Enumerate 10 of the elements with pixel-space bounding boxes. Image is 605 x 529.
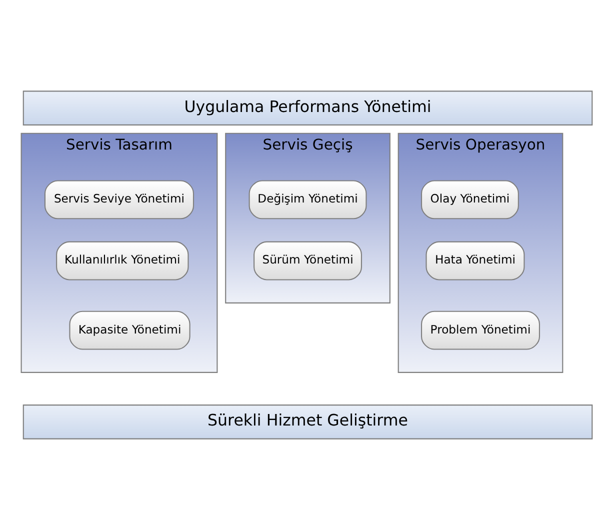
node-box: Problem Yönetimi xyxy=(421,310,540,350)
node-box: Servis Seviye Yönetimi xyxy=(44,180,194,219)
node-box: Değişim Yönetimi xyxy=(248,180,367,219)
node-box: Hata Yönetimi xyxy=(426,240,525,280)
node-box: Kapasite Yönetimi xyxy=(69,310,190,350)
node-box: Kullanılırlık Yönetimi xyxy=(56,240,189,280)
node-box: Uygulama Performans Yönetimi xyxy=(22,90,593,125)
node-box: Olay Yönetimi xyxy=(421,180,519,219)
node-box: Sürüm Yönetimi xyxy=(254,240,362,280)
node-box: Sürekli Hizmet Geliştirme xyxy=(22,404,593,439)
